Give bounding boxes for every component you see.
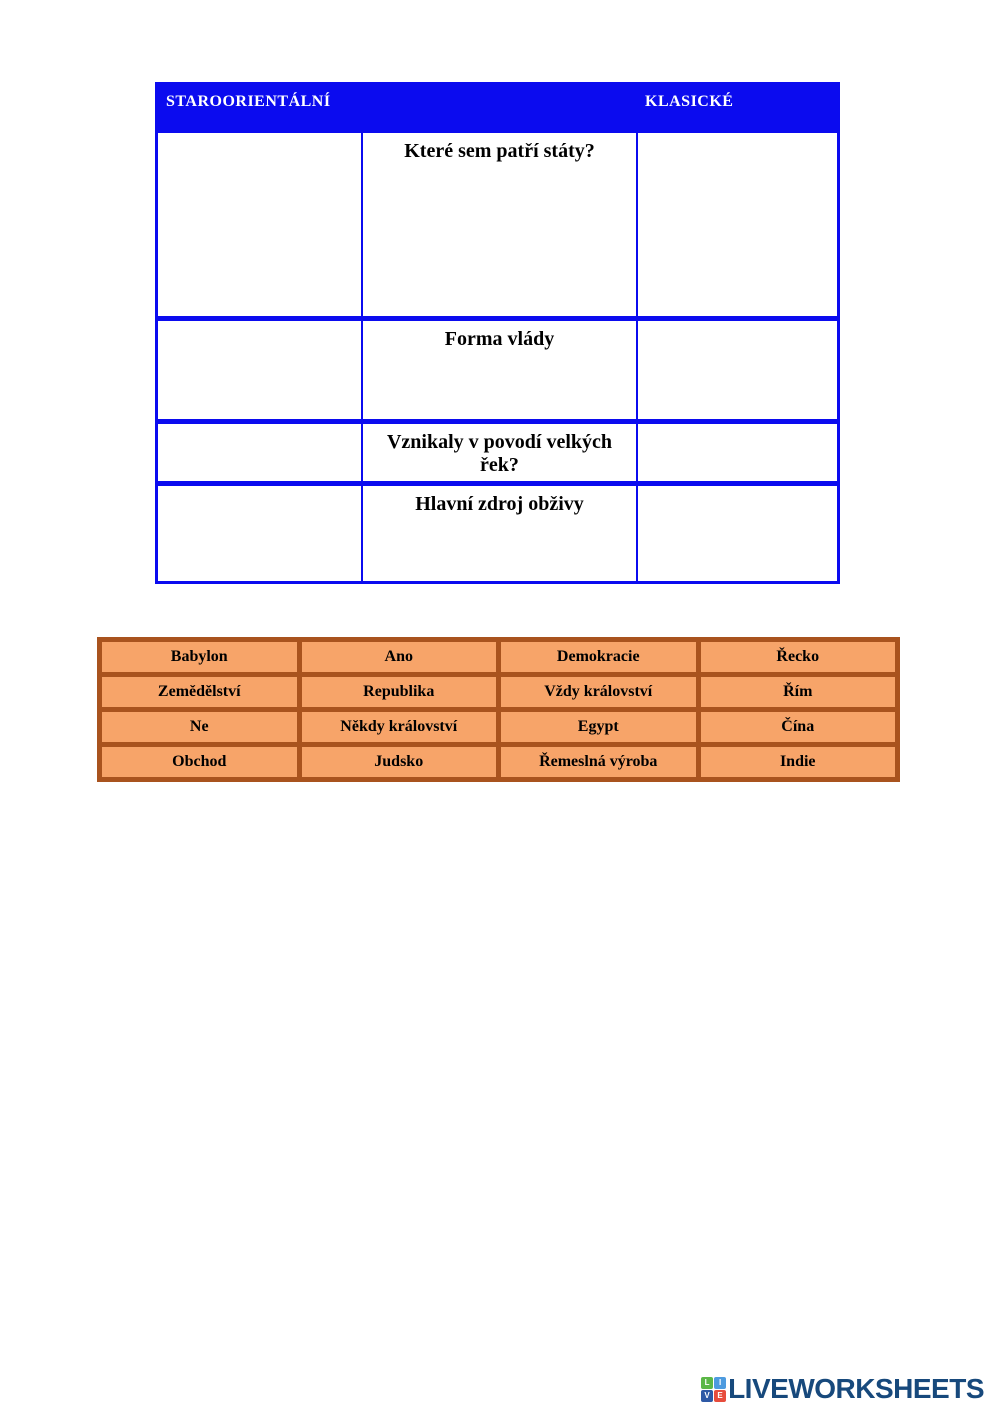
word-card[interactable]: Vždy království (501, 677, 696, 707)
question-label-livelihood: Hlavní zdroj obživy (361, 486, 636, 581)
answer-cell-klasicke-livelihood[interactable] (636, 486, 837, 581)
word-card[interactable]: Obchod (102, 747, 297, 777)
logo-square-l: L (701, 1376, 714, 1389)
logo-text: LIVEWORKSHEETS (728, 1373, 984, 1404)
word-card[interactable]: Indie (700, 747, 895, 777)
table-row-rivers: Vznikaly v povodí velkých řek? (158, 419, 837, 481)
word-card[interactable]: Zemědělství (102, 677, 297, 707)
table-row-government: Forma vlády (158, 316, 837, 419)
classification-table: STAROORIENTÁLNÍ KLASICKÉ Které sem patří… (155, 82, 840, 584)
word-card[interactable]: Řím (700, 677, 895, 707)
word-card[interactable]: Někdy království (301, 712, 496, 742)
answer-cell-klasicke-government[interactable] (636, 321, 837, 419)
table-row-livelihood: Hlavní zdroj obživy (158, 481, 837, 581)
word-card[interactable]: Babylon (102, 642, 297, 672)
logo-square-v: V (701, 1389, 714, 1402)
table-row-states: Které sem patří státy? (158, 133, 837, 316)
answer-cell-klasicke-states[interactable] (636, 133, 837, 316)
question-label-government: Forma vlády (361, 321, 636, 419)
answer-cell-staroorientalni-rivers[interactable] (158, 424, 361, 481)
table-header-row: STAROORIENTÁLNÍ KLASICKÉ (158, 85, 837, 133)
liveworksheets-logo[interactable]: L I V E LIVEWORKSHEETS (701, 1370, 984, 1408)
question-label-rivers: Vznikaly v povodí velkých řek? (361, 424, 636, 481)
word-card[interactable]: Judsko (301, 747, 496, 777)
question-label-states: Které sem patří státy? (361, 133, 636, 316)
word-card[interactable]: Demokracie (501, 642, 696, 672)
word-card[interactable]: Čína (700, 712, 895, 742)
header-klasicke: KLASICKÉ (645, 93, 734, 110)
word-card[interactable]: Republika (301, 677, 496, 707)
word-card[interactable]: Egypt (501, 712, 696, 742)
word-bank: Babylon Ano Demokracie Řecko Zemědělství… (97, 637, 900, 782)
logo-square-i: I (714, 1376, 727, 1389)
word-card[interactable]: Ne (102, 712, 297, 742)
word-card[interactable]: Řecko (700, 642, 895, 672)
word-card[interactable]: Ano (301, 642, 496, 672)
answer-cell-staroorientalni-livelihood[interactable] (158, 486, 361, 581)
logo-square-e: E (714, 1389, 727, 1402)
answer-cell-staroorientalni-government[interactable] (158, 321, 361, 419)
word-card[interactable]: Řemeslná výroba (501, 747, 696, 777)
answer-cell-klasicke-rivers[interactable] (636, 424, 837, 481)
answer-cell-staroorientalni-states[interactable] (158, 133, 361, 316)
liveworksheets-icon: L I V E (701, 1376, 727, 1402)
header-staroorientalni: STAROORIENTÁLNÍ (166, 93, 331, 110)
